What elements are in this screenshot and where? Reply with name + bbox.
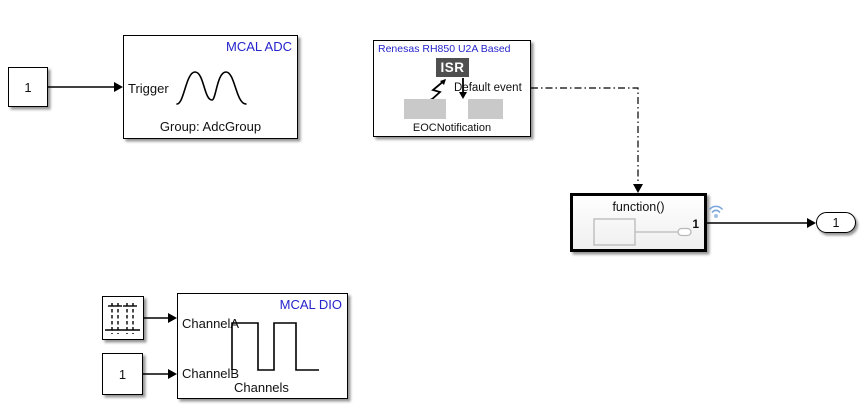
sine-wave-icon: [174, 67, 252, 109]
dio-channela-port-label: ChannelA: [182, 316, 240, 331]
mcal-adc-title: MCAL ADC: [226, 39, 292, 54]
outport1-value: 1: [832, 215, 840, 230]
adc-trigger-port-label: Trigger: [128, 81, 169, 96]
isr-default-event-port-label: Default event: [454, 82, 522, 94]
dio-channels-caption: Channels: [234, 380, 289, 395]
isr-caption: EOCNotification: [412, 122, 492, 134]
adc-group-caption: Group: AdcGroup: [159, 119, 262, 134]
isr-header-label: Renesas RH850 U2A Based: [378, 43, 511, 55]
constant1-block[interactable]: 1: [8, 67, 48, 107]
wire-constant2-to-dio-channelb[interactable]: [143, 369, 177, 379]
mcal-dio-block[interactable]: MCAL DIO ChannelA ChannelB Channels: [177, 293, 348, 399]
digital-pattern-icon: [103, 297, 142, 338]
outport1-block[interactable]: 1: [816, 212, 856, 233]
wifi-streaming-icon[interactable]: [706, 200, 726, 220]
constant2-block[interactable]: 1: [102, 353, 143, 395]
function-title: function(): [612, 200, 665, 214]
down-arrow-icon: [458, 78, 468, 100]
wire-isr-event-to-function[interactable]: [531, 87, 643, 193]
mcal-dio-title: MCAL DIO: [279, 297, 342, 312]
isr-badge: ISR: [436, 58, 469, 77]
subsystem-contents-icon: [592, 217, 694, 247]
dio-channelb-port-label: ChannelB: [182, 366, 240, 381]
isr-handler-block[interactable]: Renesas RH850 U2A Based ISR Default even…: [373, 40, 531, 137]
constant1-value: 1: [24, 79, 32, 95]
isr-right-pad-rect: [468, 99, 503, 119]
wire-constant1-to-adc[interactable]: [48, 82, 123, 92]
function-call-subsystem-block[interactable]: function() 1: [570, 193, 707, 252]
digital-pattern-block[interactable]: [102, 296, 144, 340]
function-output-port-label: 1: [692, 217, 699, 231]
constant2-value: 1: [118, 366, 127, 382]
isr-left-pad-rect: [404, 99, 446, 119]
mcal-adc-block[interactable]: MCAL ADC Trigger Group: AdcGroup: [123, 35, 298, 139]
wire-pattern-to-dio-channela[interactable]: [144, 313, 177, 323]
